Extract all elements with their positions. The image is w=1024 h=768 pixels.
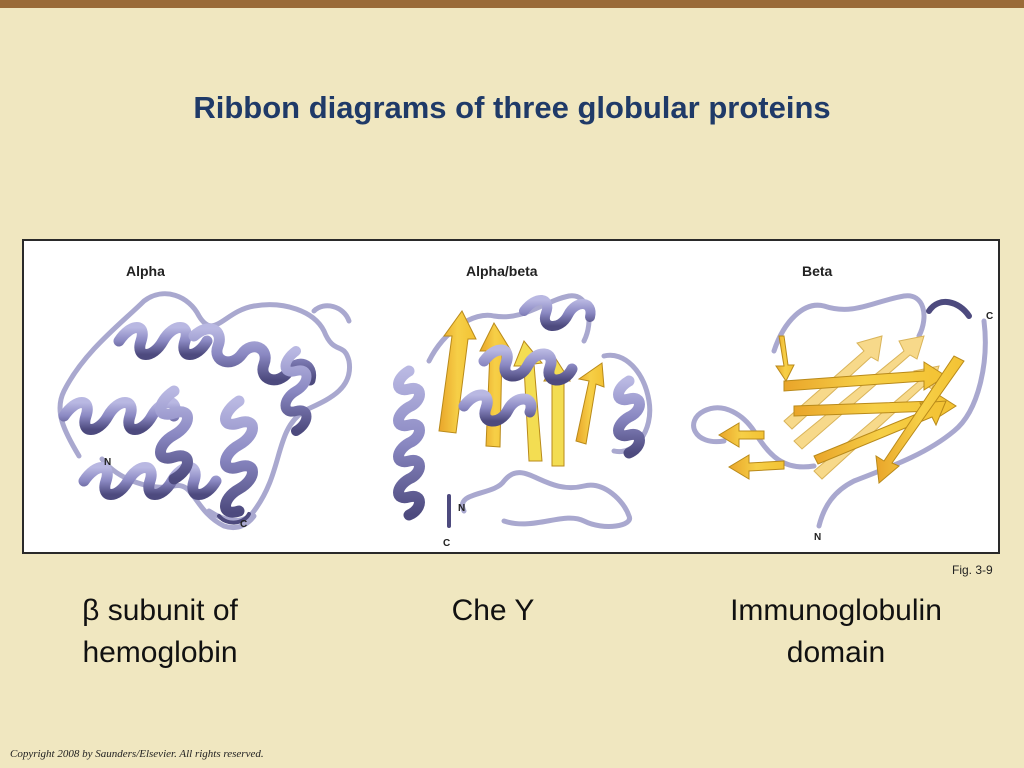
alpha-beta-protein-ribbon [393, 293, 653, 529]
figure-frame: N C N C [22, 239, 1000, 554]
caption-beta: Immunoglobulin domain [706, 590, 966, 674]
alpha-n-label: N [104, 457, 111, 468]
beta-protein-ribbon [691, 293, 988, 529]
panel-title-alpha-beta: Alpha/beta [466, 263, 538, 279]
alpha-beta-n-label: N [458, 503, 465, 514]
ribbon-figure: N C N C [57, 291, 993, 549]
caption-alpha-beta: Che Y [393, 590, 593, 632]
caption-beta-line1: Immunoglobulin [730, 594, 942, 627]
copyright-notice: Copyright 2008 by Saunders/Elsevier. All… [10, 748, 264, 760]
slide-title: Ribbon diagrams of three globular protei… [193, 90, 831, 125]
alpha-protein-ribbon [57, 291, 352, 531]
alpha-c-label: C [240, 519, 247, 530]
figure-reference: Fig. 3-9 [952, 563, 993, 577]
panel-title-beta: Beta [802, 263, 833, 279]
panel-title-alpha: Alpha [126, 263, 165, 279]
top-bar [0, 0, 1024, 8]
caption-alpha-line2: hemoglobin [82, 636, 238, 669]
beta-c-label: C [986, 311, 993, 322]
caption-beta-line2: domain [786, 636, 886, 669]
caption-alpha: β subunit of hemoglobin [40, 590, 280, 674]
caption-alpha-line1: β subunit of [82, 594, 238, 627]
alpha-beta-c-label: C [443, 538, 450, 549]
caption-alpha-beta-line1: Che Y [451, 594, 535, 627]
beta-n-label: N [814, 532, 821, 543]
